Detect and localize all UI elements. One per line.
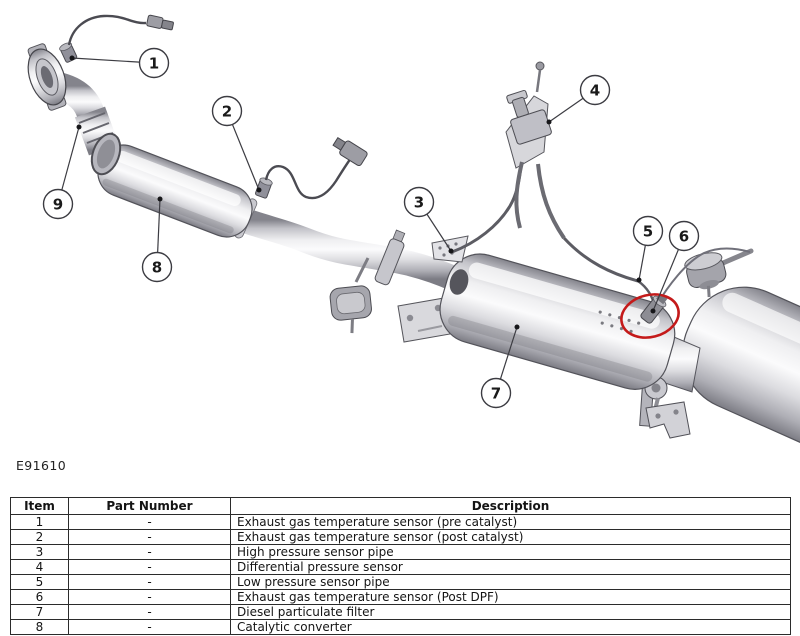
rubber-hanger-middle	[329, 257, 372, 334]
col-header-1: Part Number	[68, 497, 231, 515]
catalytic-converter	[97, 144, 253, 238]
table-row: 2-Exhaust gas temperature sensor (post c…	[10, 529, 791, 545]
callout-7: 7	[480, 324, 520, 409]
differential-pressure-sensor	[505, 61, 566, 240]
diesel-particulate-filter	[439, 253, 676, 390]
col-header-0: Item	[10, 497, 69, 515]
cell-item: 7	[10, 604, 69, 620]
callout-1: 1	[69, 47, 170, 79]
egt-sensor-pre-catalyst-wire	[59, 14, 174, 63]
leader-dot	[69, 55, 75, 61]
callout-8: 8	[141, 196, 173, 283]
callout-circle	[403, 186, 435, 218]
cell-description: Differential pressure sensor	[230, 559, 791, 575]
callout-number: 9	[53, 196, 63, 214]
egt-sensor-post-catalyst-wire	[255, 136, 368, 200]
callout-number: 7	[491, 385, 501, 403]
intermediate-pipe	[230, 207, 468, 292]
leader-dot	[636, 277, 642, 283]
front-flange	[27, 43, 67, 111]
callout-3: 3	[403, 186, 454, 254]
cell-item: 2	[10, 529, 69, 545]
cell-description: Exhaust gas temperature sensor (Post DPF…	[230, 589, 791, 605]
cell-part-number: -	[68, 514, 231, 530]
callout-circle	[579, 74, 611, 106]
table-row: 7-Diesel particulate filter	[10, 604, 791, 620]
exhaust-diagram-svg: 1 2 3 4 5 6 7 8 9	[27, 14, 800, 462]
callout-number: 6	[679, 228, 689, 246]
mounting-bracket-middle	[397, 297, 451, 343]
leader-dot	[157, 196, 163, 202]
table-row: 3-High pressure sensor pipe	[10, 544, 791, 560]
callout-6: 6	[650, 220, 700, 314]
cell-item: 3	[10, 544, 69, 560]
callouts-layer: 1 2 3 4 5 6 7 8 9	[42, 47, 700, 409]
callout-5: 5	[632, 215, 664, 283]
cell-part-number: -	[68, 559, 231, 575]
cell-part-number: -	[68, 589, 231, 605]
leader-dot	[76, 124, 82, 130]
callout-9: 9	[42, 124, 82, 220]
red-highlight-ellipse	[620, 293, 680, 339]
harness-wire	[655, 247, 751, 307]
cell-description: Catalytic converter	[230, 619, 791, 635]
callout-number: 4	[590, 82, 600, 100]
cell-part-number: -	[68, 574, 231, 590]
callout-number: 2	[222, 103, 232, 121]
callout-number: 8	[152, 259, 162, 277]
callout-circle	[141, 251, 173, 283]
leader-dot	[650, 308, 656, 314]
cell-description: Diesel particulate filter	[230, 604, 791, 620]
cell-part-number: -	[68, 544, 231, 560]
rubber-hanger-rear	[684, 248, 754, 298]
cell-description: Low pressure sensor pipe	[230, 574, 791, 590]
col-header-2: Description	[230, 497, 791, 515]
cell-part-number: -	[68, 604, 231, 620]
pipe-clamp	[374, 229, 406, 286]
parts-table-body: 1-Exhaust gas temperature sensor (pre ca…	[10, 514, 791, 635]
cell-description: High pressure sensor pipe	[230, 544, 791, 560]
leader-dot	[546, 119, 552, 125]
callout-circle	[211, 95, 243, 127]
table-row: 5-Low pressure sensor pipe	[10, 574, 791, 590]
table-row: 1-Exhaust gas temperature sensor (pre ca…	[10, 514, 791, 530]
cell-item: 6	[10, 589, 69, 605]
table-row: 4-Differential pressure sensor	[10, 559, 791, 575]
figure-code: E91610	[16, 458, 67, 473]
table-row: 8-Catalytic converter	[10, 619, 791, 635]
downpipe-elbow	[44, 72, 122, 176]
rear-bracket	[645, 401, 691, 439]
cell-part-number: -	[68, 619, 231, 635]
leader-dot	[256, 187, 262, 193]
connector-1	[146, 14, 174, 31]
cell-item: 5	[10, 574, 69, 590]
table-row: 6-Exhaust gas temperature sensor (Post D…	[10, 589, 791, 605]
callout-number: 1	[149, 55, 159, 73]
cell-item: 4	[10, 559, 69, 575]
leader-dot	[514, 324, 520, 330]
cell-description: Exhaust gas temperature sensor (pre cata…	[230, 514, 791, 530]
cell-description: Exhaust gas temperature sensor (post cat…	[230, 529, 791, 545]
callout-circle	[632, 215, 664, 247]
callout-circle	[668, 220, 700, 252]
callout-circle	[42, 188, 74, 220]
leader-dot	[448, 248, 454, 254]
callout-2: 2	[211, 95, 262, 193]
callout-circle	[138, 47, 170, 79]
callout-4: 4	[546, 74, 611, 125]
callout-number: 5	[643, 223, 653, 241]
rear-muffler	[682, 286, 800, 462]
cell-part-number: -	[68, 529, 231, 545]
cell-item: 8	[10, 619, 69, 635]
inlet-collar	[90, 132, 122, 176]
callout-circle	[480, 377, 512, 409]
callout-number: 3	[414, 194, 424, 212]
connector-2	[332, 136, 368, 167]
highlight-layer	[620, 293, 680, 339]
cell-item: 1	[10, 514, 69, 530]
